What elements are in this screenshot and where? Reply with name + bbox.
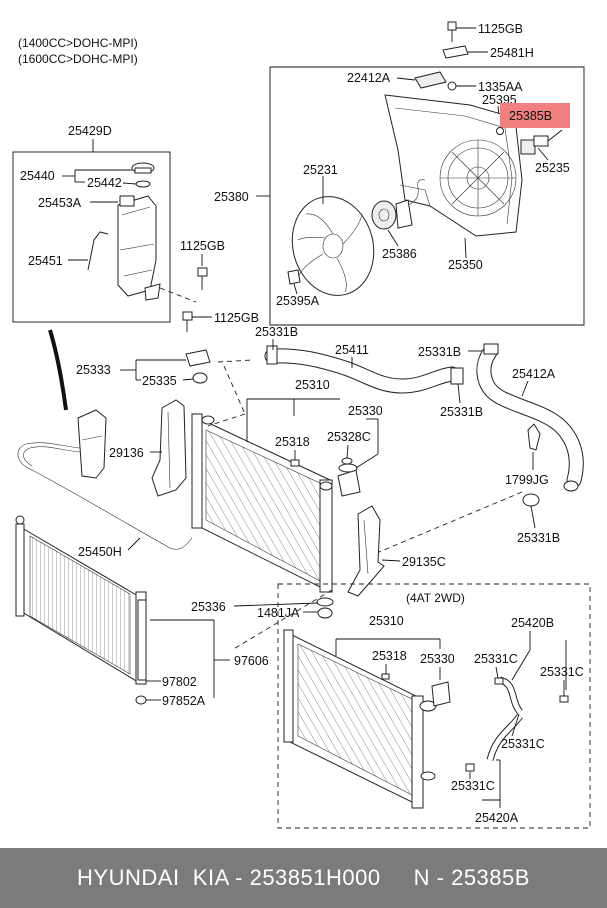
plug-b25318 xyxy=(381,673,390,680)
receiver-drier-97802 xyxy=(137,599,147,681)
upper-hose-25411 xyxy=(264,345,464,394)
highlight-25385b xyxy=(500,103,570,128)
seal-25442 xyxy=(135,180,151,188)
air-guard-29136 xyxy=(151,399,187,497)
bolt-1125gb-low xyxy=(182,311,193,332)
label-25450h: 25450H xyxy=(78,545,122,559)
label-1125gb-top: 1125GB xyxy=(478,22,523,36)
label-b25420b: 25420B xyxy=(511,616,554,630)
label-25331b-a: 25331B xyxy=(255,325,298,339)
label-97606: 97606 xyxy=(234,654,269,668)
fan-shroud-25350 xyxy=(384,94,523,237)
label-b25318: 25318 xyxy=(372,649,407,663)
label-25451: 25451 xyxy=(28,254,63,268)
label-25333: 25333 xyxy=(76,363,111,377)
filler-cap-25330 xyxy=(337,463,361,497)
label-25331b-c: 25331B xyxy=(440,405,483,419)
label-97802: 97802 xyxy=(162,675,197,689)
label-b25331c-d: 25331C xyxy=(451,779,495,793)
label-25331b-d: 25331B xyxy=(517,531,560,545)
engine-note-1600: (1600CC>DOHC-MPI) xyxy=(18,52,138,66)
radiator-25310 xyxy=(191,413,333,593)
bolt-1125gb-top xyxy=(447,21,457,42)
label-1125gb-low: 1125GB xyxy=(214,311,259,325)
variant-label: (4AT 2WD) xyxy=(406,591,465,605)
bracket-22412a xyxy=(414,71,447,89)
label-b25420a: 25420A xyxy=(475,811,519,825)
clip-1799jg xyxy=(527,423,541,451)
label-25330: 25330 xyxy=(348,404,383,418)
label-1481ja: 1481JA xyxy=(257,606,300,620)
clamp-25331b-d xyxy=(522,493,540,507)
label-b25331c-a: 25331C xyxy=(474,652,518,666)
label-25350: 25350 xyxy=(448,258,483,272)
bolt-1125gb-mid xyxy=(197,267,208,290)
reference-arc xyxy=(48,329,68,411)
lower-hose-25412a xyxy=(476,343,584,492)
label-25411: 25411 xyxy=(335,343,369,357)
label-b25310: 25310 xyxy=(369,614,404,628)
cushion-25335 xyxy=(192,372,208,384)
variant-4at-2wd-box: (4AT 2WD) 25310 25318 25330 xyxy=(277,583,591,829)
nut-25395a xyxy=(287,269,301,285)
label-25335: 25335 xyxy=(142,374,177,388)
fan-shroud-group: 1125GB 25481H 22412A 1335AA 25395 xyxy=(269,21,585,326)
reservoir-alt xyxy=(77,409,107,479)
label-25395a: 25395A xyxy=(276,294,320,308)
label-b25331c-b: 25331C xyxy=(540,665,584,679)
fan-motor-25386 xyxy=(371,179,426,230)
label-25380: 25380 xyxy=(214,190,249,204)
label-1125gb-mid: 1125GB xyxy=(180,239,225,253)
condenser-97606 xyxy=(15,515,147,685)
label-25318: 25318 xyxy=(275,435,310,449)
label-25385b: 25385B xyxy=(509,109,552,123)
label-25481h: 25481H xyxy=(490,46,534,60)
screw-25395 xyxy=(496,127,504,135)
clip-25481h xyxy=(442,45,469,59)
reservoir-group: 25429D 25440 25442 25453A 25451 xyxy=(12,124,197,323)
resistor-25385b xyxy=(520,129,563,155)
label-25442: 25442 xyxy=(87,176,122,190)
radiator-variant xyxy=(283,629,437,809)
air-guard-29135c xyxy=(347,505,385,597)
clamp-b25331c-a xyxy=(494,677,504,685)
label-b25331c-c: 25331C xyxy=(501,737,545,751)
label-25336: 25336 xyxy=(191,600,226,614)
cap-97852a xyxy=(135,695,147,705)
label-25453a: 25453A xyxy=(38,196,82,210)
label-25328c: 25328C xyxy=(327,430,371,444)
seal-25328c xyxy=(341,457,353,465)
label-b25330: 25330 xyxy=(420,652,455,666)
tube-25451 xyxy=(87,231,109,271)
engine-note-1400: (1400CC>DOHC-MPI) xyxy=(18,36,138,50)
label-29135c: 29135C xyxy=(402,555,446,569)
part-number-footer: HYUNDAI KIA - 253851H000 N - 25385B xyxy=(0,848,607,908)
label-25235: 25235 xyxy=(535,161,570,175)
label-25429d: 25429D xyxy=(68,124,112,138)
label-25412a: 25412A xyxy=(512,367,556,381)
parts-diagram: (1400CC>DOHC-MPI) (1600CC>DOHC-MPI) 1125… xyxy=(12,21,591,829)
nut-1335aa xyxy=(447,81,457,91)
label-22412a: 22412A xyxy=(347,71,391,85)
bushing-1481ja xyxy=(317,607,333,619)
label-1799jg: 1799JG xyxy=(505,473,549,487)
fan-blade-25231 xyxy=(291,196,375,296)
label-25386: 25386 xyxy=(382,247,417,261)
label-25440: 25440 xyxy=(20,169,55,183)
label-97852a: 97852A xyxy=(162,694,206,708)
label-25331b-b: 25331B xyxy=(418,345,461,359)
label-25231: 25231 xyxy=(303,163,338,177)
filler-cap-b25330 xyxy=(431,681,451,707)
label-1335aa: 1335AA xyxy=(478,80,523,94)
plug-25318 xyxy=(290,459,300,467)
label-25310: 25310 xyxy=(295,378,330,392)
label-29136: 29136 xyxy=(109,446,144,460)
tank-25451 xyxy=(117,195,161,301)
bracket-25333 xyxy=(185,349,211,367)
drain-plug-25336 xyxy=(316,597,334,607)
